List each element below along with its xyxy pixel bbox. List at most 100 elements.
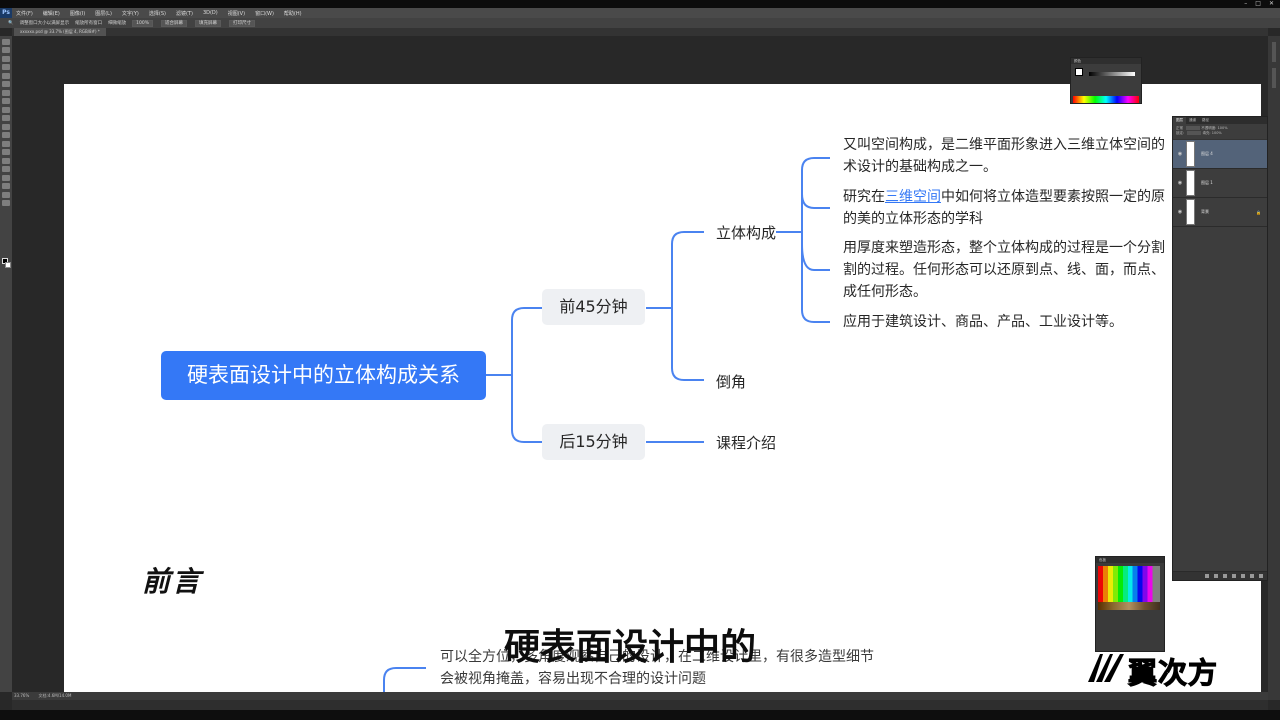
crop-tool-icon[interactable] (2, 72, 10, 79)
document-tab[interactable]: xxxxxx.psd @ 33.7% (图层 4, RGB/8#) * (14, 28, 106, 36)
connector-branch1-child1 (646, 231, 704, 309)
menu-bar: Ps 文件(F) 编辑(E) 图像(I) 图层(L) 文字(Y) 选择(S) 滤… (0, 8, 1280, 18)
color-panel-fg-swatch[interactable] (1075, 68, 1083, 76)
horizontal-scrollbar[interactable] (12, 700, 1268, 710)
menu-select[interactable]: 选择(S) (148, 10, 166, 17)
opacity-value[interactable]: 100% (1217, 126, 1228, 130)
layer-thumbnail (1186, 199, 1195, 225)
zoom-level[interactable]: 33.76% (14, 693, 30, 698)
mindmap-node-first-45-min[interactable]: 前45分钟 (542, 289, 645, 325)
mindmap-connectors (383, 157, 830, 692)
stamp-tool-icon[interactable] (2, 106, 10, 113)
mindmap-desc-2[interactable]: 研究在三维空间中如何将立体造型要素按照一定的原 的美的立体形态的学科 (843, 186, 1165, 230)
desc-2-line-1: 研究在三维空间中如何将立体造型要素按照一定的原 (843, 186, 1165, 208)
document-canvas[interactable]: 硬表面设计中的立体构成关系 前45分钟 后15分钟 立体构成 倒角 课程介绍 又… (64, 84, 1261, 692)
layer-row-layer1[interactable]: ◉ 图层 1 (1173, 169, 1267, 198)
lasso-tool-icon[interactable] (2, 55, 10, 62)
pen-tool-icon[interactable] (2, 157, 10, 164)
swatch-grid-browns[interactable] (1098, 602, 1160, 610)
btn-actual-pixels[interactable]: 100% (132, 19, 153, 27)
zoom-tool-sidebar-icon[interactable] (2, 200, 10, 206)
menu-file[interactable]: 文件(F) (16, 10, 33, 17)
menu-edit[interactable]: 编辑(E) (42, 10, 60, 17)
layer-mask-icon[interactable] (1223, 574, 1227, 578)
option-resize-windows[interactable]: 调整窗口大小以满屏显示 (19, 21, 70, 26)
menu-window[interactable]: 窗口(W) (255, 10, 274, 17)
option-scrubby-zoom[interactable]: 细微缩放 (108, 21, 127, 26)
swatch-grid[interactable] (1098, 566, 1160, 602)
menu-view[interactable]: 视图(V) (227, 10, 246, 17)
color-panel: 颜色 (1070, 57, 1142, 104)
mindmap-desc-4[interactable]: 应用于建筑设计、商品、产品、工业设计等。 (843, 311, 1123, 333)
lock-icons[interactable] (1187, 131, 1202, 135)
mindmap-desc-3[interactable]: 用厚度来塑造形态，整个立体构成的过程是一个分割 割的过程。任何形态可以还原到点、… (843, 237, 1165, 303)
background-color-swatch[interactable] (5, 262, 11, 268)
swatches-panel: 色板 (1095, 556, 1165, 652)
blur-tool-icon[interactable] (2, 140, 10, 147)
btn-print-size[interactable]: 打印尺寸 (228, 19, 255, 27)
layer-row-background[interactable]: ◉ 背景 🔒 (1173, 198, 1267, 227)
minimize-icon[interactable]: – (1244, 0, 1248, 7)
tab-paths[interactable]: 路径 (1202, 118, 1209, 122)
shape-tool-icon[interactable] (2, 183, 10, 189)
photoshop-logo-icon: Ps (0, 8, 12, 18)
color-panel-spectrum[interactable] (1073, 96, 1139, 103)
lock-icon: 🔒 (1256, 209, 1261, 215)
brush-tool-icon[interactable] (2, 98, 10, 104)
blend-mode-select[interactable]: 正常 (1176, 126, 1183, 130)
tab-layers[interactable]: 图层 (1173, 117, 1186, 124)
close-icon[interactable]: ✕ (1268, 0, 1274, 7)
new-layer-icon[interactable] (1250, 574, 1254, 578)
link-layers-icon[interactable] (1205, 574, 1209, 578)
menu-layer[interactable]: 图层(L) (95, 10, 112, 17)
color-panel-gray-slider[interactable] (1089, 72, 1135, 76)
layer-row-layer4[interactable]: ◉ 图层 4 (1173, 140, 1267, 169)
gradient-tool-icon[interactable] (2, 132, 10, 138)
new-group-icon[interactable] (1241, 574, 1245, 578)
panel-toggle-icon[interactable] (1272, 68, 1276, 88)
menu-help[interactable]: 帮助(H) (283, 10, 302, 17)
visibility-eye-icon[interactable]: ◉ (1177, 209, 1183, 215)
dodge-tool-icon[interactable] (2, 149, 10, 155)
layer-thumbnail (1186, 170, 1195, 196)
mindmap-desc-1[interactable]: 又叫空间构成，是二维平面形象进入三维立体空间的 术设计的基础构成之一。 (843, 134, 1165, 178)
menu-type[interactable]: 文字(Y) (121, 10, 139, 17)
type-tool-icon[interactable] (2, 166, 10, 172)
menu-filter[interactable]: 滤镜(T) (175, 10, 193, 17)
btn-fit-screen[interactable]: 适合屏幕 (160, 19, 187, 27)
layer-style-icon[interactable] (1214, 574, 1218, 578)
mindmap-leaf-3d-composition[interactable]: 立体构成 (716, 224, 777, 242)
healing-tool-icon[interactable] (2, 89, 10, 96)
fill-value[interactable]: 100% (1211, 131, 1222, 135)
tab-channels[interactable]: 通道 (1189, 118, 1196, 122)
history-brush-tool-icon[interactable] (2, 115, 10, 121)
quick-select-tool-icon[interactable] (2, 64, 10, 70)
trash-icon[interactable] (1259, 574, 1263, 578)
btn-fill-screen[interactable]: 填充屏幕 (194, 19, 221, 27)
eraser-tool-icon[interactable] (2, 123, 10, 130)
menu-image[interactable]: 图像(I) (69, 10, 86, 17)
watermark-logo: 翼次方 (1086, 650, 1228, 691)
blend-mode-dropdown-icon[interactable] (1186, 126, 1201, 130)
desc-2-link-3d-space[interactable]: 三维空间 (885, 189, 941, 205)
option-zoom-all[interactable]: 缩放所有窗口 (75, 21, 103, 26)
connector-child1-desc1 (776, 157, 830, 233)
panel-toggle-icon[interactable] (1272, 42, 1276, 62)
zoom-tool-icon[interactable]: 🔍 (8, 20, 14, 26)
maximize-icon[interactable]: □ (1255, 0, 1261, 7)
visibility-eye-icon[interactable]: ◉ (1177, 151, 1183, 157)
move-tool-icon[interactable] (2, 38, 10, 45)
mindmap-leaf-course-intro[interactable]: 课程介绍 (716, 434, 777, 452)
marquee-tool-icon[interactable] (2, 47, 10, 53)
mindmap-leaf-bevel[interactable]: 倒角 (716, 373, 747, 391)
hand-tool-icon[interactable] (2, 191, 10, 198)
path-select-tool-icon[interactable] (2, 174, 10, 181)
fill-label: 填充: (1202, 131, 1211, 135)
visibility-eye-icon[interactable]: ◉ (1177, 180, 1183, 186)
mindmap-root-node[interactable]: 硬表面设计中的立体构成关系 (161, 351, 486, 400)
mindmap-node-last-15-min[interactable]: 后15分钟 (542, 424, 645, 460)
eyedropper-tool-icon[interactable] (2, 81, 10, 87)
adjustment-layer-icon[interactable] (1232, 574, 1236, 578)
color-panel-title: 颜色 (1071, 58, 1141, 64)
menu-3d[interactable]: 3D(D) (202, 10, 218, 16)
